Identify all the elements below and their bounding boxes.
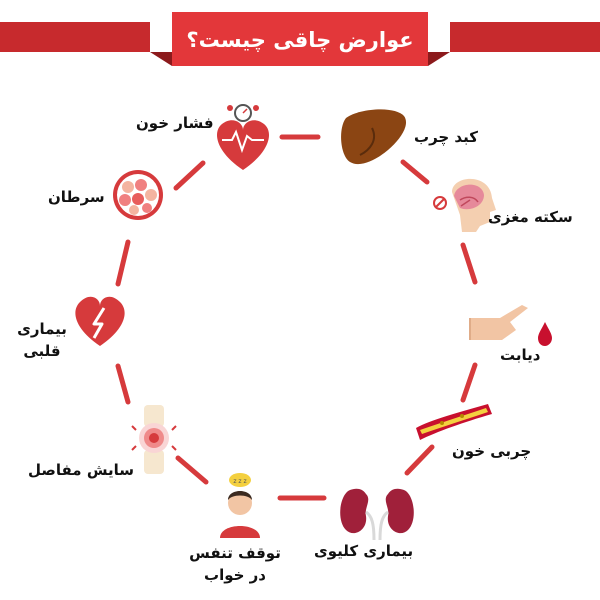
finger-blood-drop-icon	[469, 305, 552, 346]
banner-fold-left	[150, 52, 172, 66]
broken-heart-icon	[75, 296, 125, 346]
banner-ribbon-back-right	[450, 22, 600, 52]
label-kidney-disease: بیماری کلیوی	[314, 540, 413, 562]
connector	[404, 444, 435, 476]
svg-text:z z z: z z z	[233, 478, 246, 485]
label-heart-disease: بیماری قلبی	[10, 318, 74, 362]
heart-gauge-icon	[216, 104, 270, 170]
connector	[460, 242, 478, 285]
label-line: کبد چرب	[414, 128, 478, 146]
label-line: بیماری	[17, 320, 67, 338]
label-line: بیماری کلیوی	[314, 542, 414, 560]
label-stroke: سکته مغزی	[488, 206, 573, 228]
liver-icon	[341, 109, 407, 165]
label-line: چربی خون	[452, 442, 532, 460]
label-cancer: سرطان	[48, 186, 105, 208]
connector	[115, 363, 131, 405]
brain-head-icon	[433, 178, 496, 232]
connector	[115, 239, 131, 287]
connector	[175, 455, 209, 485]
page-title: عوارض چاقی چیست؟	[186, 28, 413, 52]
knee-joint-icon	[131, 405, 177, 474]
label-joint-wear: سایش مفاصل	[28, 459, 134, 481]
cycle-connectors	[115, 134, 478, 501]
kidneys-icon	[340, 488, 414, 541]
label-line: دیابت	[500, 346, 541, 364]
connector	[173, 160, 206, 191]
banner-ribbon-back-left	[0, 22, 150, 52]
label-blood-fat: چربی خون	[452, 440, 531, 462]
banner-front	[172, 12, 428, 66]
label-line: قلبی	[23, 342, 61, 360]
label-line: در خواب	[204, 566, 266, 584]
artery-plaque-icon	[416, 404, 492, 440]
title-banner: عوارض چاقی چیست؟	[0, 12, 600, 66]
cancer-cells-icon	[113, 170, 163, 220]
sleeping-person-icon: z z z	[220, 473, 260, 538]
label-blood-pressure: فشار خون	[136, 112, 214, 134]
label-line: سرطان	[48, 188, 105, 206]
label-line: سایش مفاصل	[28, 461, 135, 479]
label-line: سکته مغزی	[488, 208, 573, 226]
banner-fold-right	[428, 52, 450, 66]
connector	[400, 159, 430, 185]
label-sleep-apnea: توقف تنفس در خواب	[180, 542, 290, 586]
label-line: توقف تنفس	[189, 544, 281, 562]
label-line: فشار خون	[136, 114, 214, 132]
label-diabetes: دیابت	[500, 344, 540, 366]
connector	[460, 362, 478, 403]
label-fatty-liver: کبد چرب	[414, 126, 478, 148]
